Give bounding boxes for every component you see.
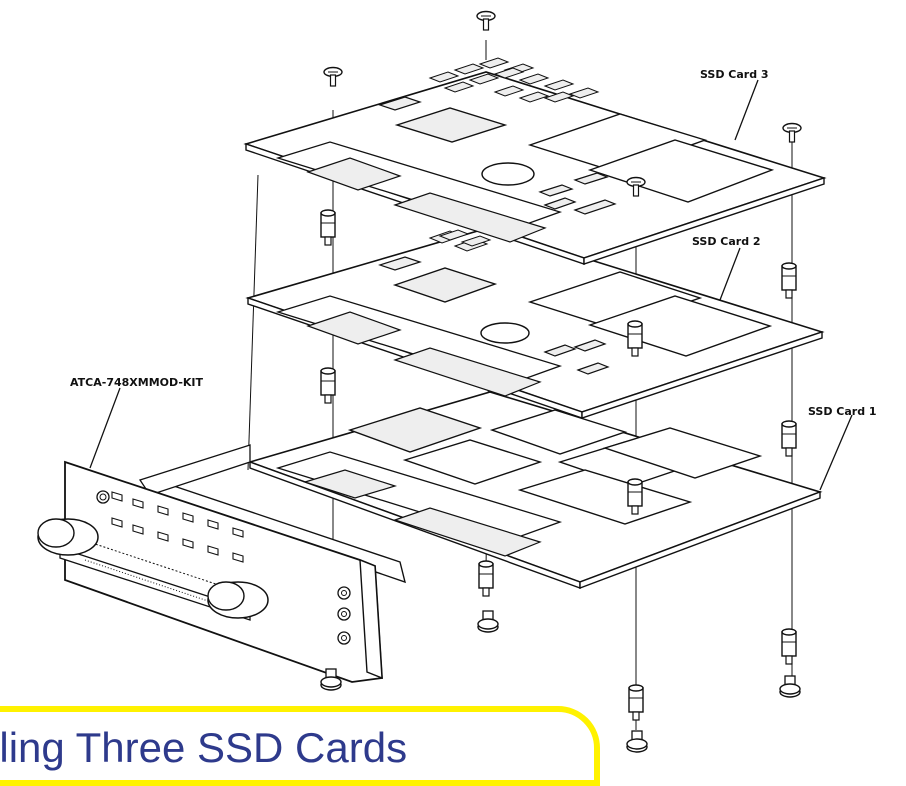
callout-ssd-card-2: SSD Card 2 xyxy=(692,235,761,248)
callout-ssd-card-3: SSD Card 3 xyxy=(700,68,769,81)
callout-ssd-card-1: SSD Card 1 xyxy=(808,405,877,418)
title-banner: bling Three SSD Cards xyxy=(0,706,600,786)
callout-leaders xyxy=(89,79,853,491)
ssd-card-2 xyxy=(245,227,825,419)
exploded-assembly-diagram xyxy=(37,10,853,753)
banner-title: bling Three SSD Cards xyxy=(0,724,408,771)
callout-kit: ATCA-748XMMOD-KIT xyxy=(70,376,204,389)
ssd-card-3 xyxy=(243,57,827,265)
ssd-card-1 xyxy=(247,391,823,590)
carrier-faceplate xyxy=(37,444,406,683)
